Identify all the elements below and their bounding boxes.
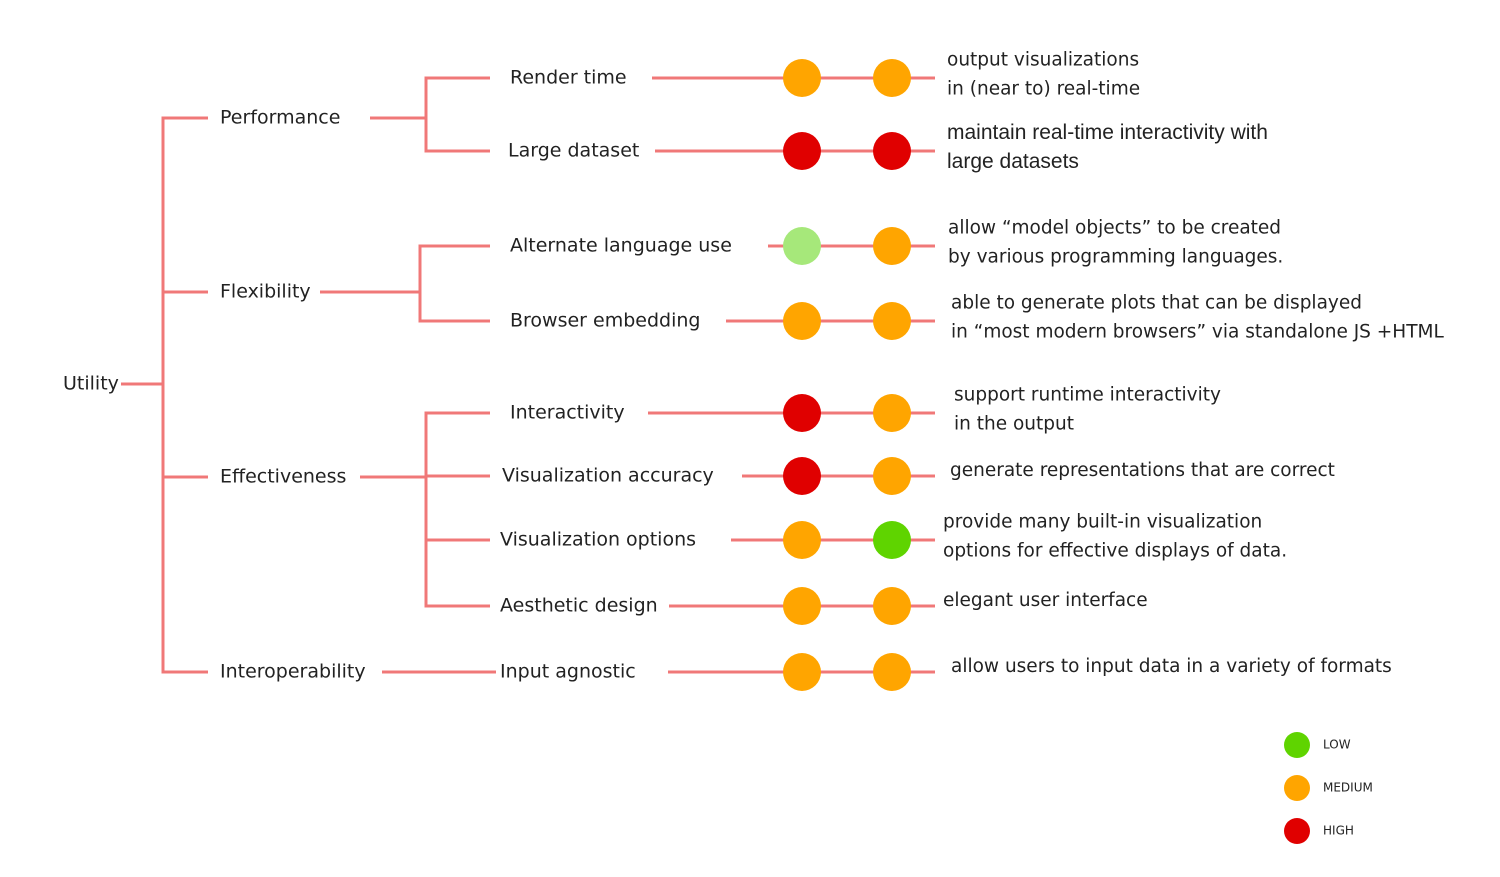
attribute-label: Interactivity [510, 402, 625, 424]
attribute-description-line: maintain real-time interactivity with [947, 121, 1268, 144]
rating-dot-second [873, 521, 911, 559]
root-label-utility: Utility [63, 373, 119, 395]
category-label: Effectiveness [220, 466, 346, 488]
legend-swatch-low [1284, 732, 1310, 758]
attribute-label: Alternate language use [510, 235, 732, 257]
attribute-description-line: large datasets [947, 150, 1079, 173]
attribute-description-line: allow users to input data in a variety o… [951, 656, 1392, 677]
attribute-label: Visualization accuracy [502, 465, 714, 487]
attribute-description-line: in “most modern browsers” via standalone… [951, 322, 1444, 343]
rating-dot-second [873, 587, 911, 625]
attribute-description-line: allow “model objects” to be created [948, 218, 1281, 239]
attribute-label: Render time [510, 67, 627, 89]
rating-dot-first [783, 132, 821, 170]
legend-label-low: LOW [1323, 738, 1351, 752]
attribute-description-line: support runtime interactivity [954, 385, 1221, 406]
attribute-description-line: provide many built-in visualization [943, 512, 1262, 533]
category-label: Interoperability [220, 661, 366, 683]
rating-dot-second [873, 227, 911, 265]
rating-dot-second [873, 59, 911, 97]
attribute-description-line: in the output [954, 414, 1074, 435]
legend-swatch-high [1284, 818, 1310, 844]
rating-dot-first [783, 521, 821, 559]
rating-dot-second [873, 394, 911, 432]
rating-dot-second [873, 457, 911, 495]
attribute-description-line: elegant user interface [943, 590, 1148, 611]
attribute-label: Aesthetic design [500, 595, 658, 617]
rating-dot-second [873, 132, 911, 170]
rating-dot-first [783, 394, 821, 432]
rating-dot-second [873, 302, 911, 340]
attribute-description-line: by various programming languages. [948, 247, 1283, 268]
attribute-label: Large dataset [508, 140, 639, 162]
rating-dot-first [783, 227, 821, 265]
rating-dot-second [873, 653, 911, 691]
rating-dot-first [783, 587, 821, 625]
attribute-description-line: able to generate plots that can be displ… [951, 293, 1362, 314]
legend-label-high: HIGH [1323, 824, 1354, 838]
legend-swatch-medium [1284, 775, 1310, 801]
attribute-description-line: output visualizations [947, 50, 1139, 71]
rating-dot-first [783, 457, 821, 495]
attribute-label: Visualization options [500, 529, 696, 551]
legend-label-medium: MEDIUM [1323, 781, 1373, 795]
attribute-label: Browser embedding [510, 310, 700, 332]
attribute-label: Input agnostic [500, 661, 636, 683]
attribute-description-line: in (near to) real-time [947, 79, 1140, 100]
rating-dot-first [783, 59, 821, 97]
rating-dot-first [783, 302, 821, 340]
rating-dot-first [783, 653, 821, 691]
category-label: Performance [220, 107, 340, 129]
attribute-description-line: options for effective displays of data. [943, 541, 1287, 562]
category-label: Flexibility [220, 281, 311, 303]
attribute-description-line: generate representations that are correc… [950, 460, 1335, 481]
